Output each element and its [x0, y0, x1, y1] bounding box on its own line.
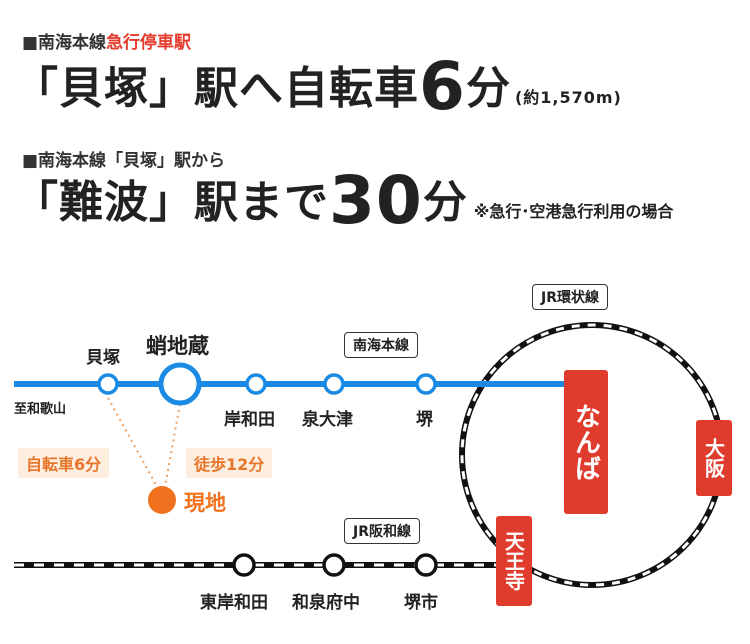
station-kaizuka-marker — [97, 373, 119, 395]
station-takojizo-marker — [158, 362, 202, 406]
headline-namba: 「難波」駅まで30分※急行･空港急行利用の場合 — [14, 166, 673, 234]
headline-namba-text: 「難波」駅まで — [14, 177, 329, 228]
station-higashikishiwada-label: 東岸和田 — [200, 593, 268, 613]
station-kishiwada-marker — [245, 373, 267, 395]
headline-bike-number: 6 — [419, 48, 466, 125]
station-izumiotsu-label: 泉大津 — [302, 410, 353, 430]
heading-accent: 急行停車駅 — [106, 33, 192, 53]
to-wakayama-label: 至和歌山 — [14, 402, 67, 417]
headline-namba-number: 30 — [329, 162, 423, 239]
headline-namba-note: ※急行･空港急行利用の場合 — [473, 202, 674, 221]
line-label-nankai: 南海本線 — [344, 332, 418, 358]
heading-prefix: ■南海本線 — [22, 33, 107, 53]
station-sakai-label: 堺 — [416, 410, 433, 430]
site-marker — [148, 486, 176, 514]
heading-nankai-express: ■南海本線急行停車駅 — [22, 28, 191, 53]
headline-namba-unit: 分 — [422, 177, 468, 228]
station-izumiotsu-marker — [323, 373, 345, 395]
station-tennoji-block: 天王寺 — [496, 516, 532, 606]
station-kaizuka-label: 貝塚 — [86, 348, 120, 368]
bike-time-tag: 自転車6分 — [18, 448, 110, 478]
station-higashikishiwada-marker — [232, 553, 256, 577]
station-namba-block: なんば — [564, 370, 608, 514]
walk-time-tag: 徒歩12分 — [186, 448, 273, 478]
station-osaka-block: 大阪 — [696, 420, 732, 496]
line-label-jr-loop: JR環状線 — [532, 284, 608, 310]
headline-bike-unit: 分 — [465, 63, 511, 114]
headline-bike-note: (約1,570m) — [514, 88, 622, 107]
headline-bike: 「貝塚」駅へ自転車6分(約1,570m) — [14, 52, 622, 120]
walk-route — [163, 403, 181, 493]
station-takojizo-label: 蛸地蔵 — [146, 334, 209, 358]
station-sakaishi-label: 堺市 — [404, 593, 438, 613]
headline-bike-text: 「貝塚」駅へ自転車 — [14, 63, 419, 114]
station-sakaishi-marker — [414, 553, 438, 577]
bike-route — [107, 397, 161, 493]
line-label-jr-hanwa: JR阪和線 — [344, 518, 420, 544]
station-sakai-marker — [415, 373, 437, 395]
station-izumifuchu-label: 和泉府中 — [292, 593, 360, 613]
station-izumifuchu-marker — [322, 553, 346, 577]
station-kishiwada-label: 岸和田 — [224, 410, 275, 430]
site-label: 現地 — [184, 491, 226, 515]
heading-from-kaizuka: ■南海本線「貝塚」駅から — [22, 151, 226, 171]
